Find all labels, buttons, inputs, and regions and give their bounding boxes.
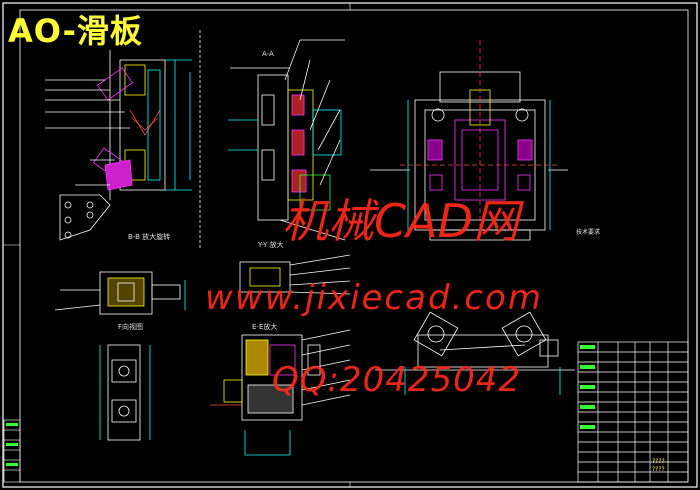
watermark-site-name: 机械CAD网 xyxy=(282,194,520,248)
title-block xyxy=(577,341,689,483)
watermark-url: www.jixiecad.com xyxy=(205,278,543,318)
revision-table xyxy=(3,419,21,483)
view-bottom-right xyxy=(375,311,575,395)
view-y-e xyxy=(210,254,351,456)
label-view-y: Y-Y 放大 xyxy=(258,241,284,249)
label-section-aa: A-A xyxy=(262,50,274,58)
label-view-f: F向视图 xyxy=(118,323,144,331)
view-bottom-left xyxy=(99,344,151,441)
notes-title: 技术要求 xyxy=(576,229,601,236)
technical-notes: 技术要求 xyxy=(576,229,686,236)
drawing-title: AO-滑板 xyxy=(8,12,143,50)
label-view-e: E-E放大 xyxy=(252,323,278,331)
title-block-cell-a: ???? xyxy=(652,458,665,465)
title-block-cell-b: ???? xyxy=(652,466,665,473)
view-section-aa xyxy=(199,30,346,250)
view-middle-left xyxy=(54,271,186,315)
inner-frame xyxy=(19,9,689,483)
watermark-qq: QQ:20425042 xyxy=(272,360,522,400)
view-top-left xyxy=(45,50,192,241)
label-section-bb: B-B 放大旋转 xyxy=(128,233,171,241)
view-right-main xyxy=(370,40,568,241)
